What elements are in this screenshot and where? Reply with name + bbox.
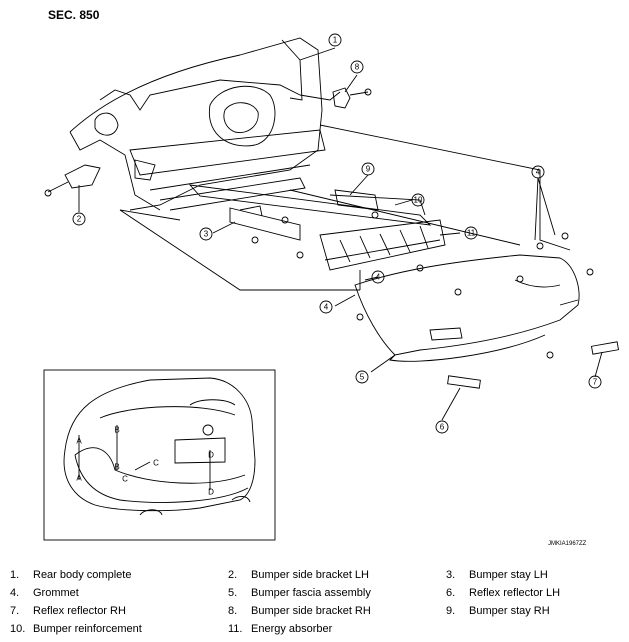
callout-8: 8	[355, 63, 360, 72]
reflex-reflector-rh	[590, 341, 620, 355]
reflex-reflector-lh	[447, 375, 481, 389]
rear-body-outline	[69, 37, 341, 211]
legend-row: 10. Bumper reinforcement 11. Energy absorb…	[10, 620, 625, 638]
inset-letters: A A B B C C D D	[76, 426, 214, 497]
legend-label: Bumper fascia assembly	[251, 587, 371, 599]
inset-vehicle-rear-view	[63, 377, 256, 516]
legend-label: Bumper side bracket RH	[251, 605, 371, 617]
callout-5: 5	[360, 373, 365, 382]
image-code: JMKIA1967ZZ	[548, 541, 587, 547]
legend-item: 10. Bumper reinforcement	[10, 623, 228, 635]
inset-letter-b-top: B	[114, 426, 119, 435]
leader-lines	[78, 47, 603, 421]
legend-label: Bumper side bracket LH	[251, 569, 369, 581]
inset-letter-c-left: C	[122, 475, 128, 484]
inset-letter-c-right: C	[153, 459, 159, 468]
callout-6: 6	[440, 423, 445, 432]
bumper-side-bracket-lh	[47, 164, 101, 193]
callout-10: 10	[414, 196, 423, 205]
fasteners	[44, 88, 594, 359]
callout-1: 1	[333, 36, 338, 45]
exploded-diagram: 1 8 2 3 9 10 11 4 4 4 5 6 7 A A B B C C …	[43, 33, 620, 541]
inset-letter-b-bottom: B	[114, 463, 119, 472]
legend-label: Bumper reinforcement	[33, 623, 142, 635]
callout-7: 7	[593, 378, 598, 387]
callout-4-right: 4	[536, 168, 541, 177]
legend-item: 4. Grommet	[10, 587, 228, 599]
legend-row: 1. Rear body complete 2. Bumper side brack…	[10, 566, 625, 584]
legend-num: 4.	[10, 587, 20, 599]
legend-label: Rear body complete	[33, 569, 132, 581]
inset-frame	[43, 369, 276, 541]
callout-labels: 1 8 2 3 9 10 11 4 4 4 5 6 7	[77, 36, 598, 432]
inset-section-arrows	[78, 425, 211, 490]
legend-label: Reflex reflector LH	[469, 587, 561, 599]
legend-num: 5.	[228, 587, 238, 599]
energy-absorber	[319, 219, 446, 271]
legend-row: 4. Grommet 5. Bumper fascia assembly 6. Ref…	[10, 584, 625, 602]
inset-letter-d-top: D	[208, 451, 214, 460]
legend-num: 8.	[228, 605, 238, 617]
legend-item: 8. Bumper side bracket RH	[228, 605, 446, 617]
legend-item: 11. Energy absorber	[228, 623, 446, 635]
legend-label: Bumper stay LH	[469, 569, 548, 581]
legend-item: 5. Bumper fascia assembly	[228, 587, 446, 599]
legend-label: Bumper stay RH	[469, 605, 550, 617]
bumper-reinforcement	[188, 184, 432, 226]
legend-item: 9. Bumper stay RH	[446, 605, 616, 617]
legend-num: 1.	[10, 569, 20, 581]
bumper-fascia-assembly	[354, 254, 580, 362]
callout-3: 3	[204, 230, 209, 239]
legend-num: 2.	[228, 569, 238, 581]
legend-label: Grommet	[33, 587, 79, 599]
inset-letter-a-top: A	[76, 437, 82, 446]
legend-num: 9.	[446, 605, 456, 617]
legend-num: 3.	[446, 569, 456, 581]
callout-4-side: 4	[324, 303, 329, 312]
bumper-stay-lh	[229, 205, 301, 241]
legend-label: Energy absorber	[251, 623, 333, 635]
parts-legend: 1. Rear body complete 2. Bumper side brack…	[10, 566, 625, 638]
legend-item: 3. Bumper stay LH	[446, 569, 616, 581]
callout-11: 11	[467, 229, 476, 238]
legend-item: 6. Reflex reflector LH	[446, 587, 616, 599]
legend-num: 11.	[228, 623, 243, 635]
inset-letter-d-bottom: D	[208, 488, 214, 497]
callout-9: 9	[366, 165, 371, 174]
legend-num: 6.	[446, 587, 456, 599]
legend-label: Reflex reflector RH	[33, 605, 126, 617]
legend-item: 1. Rear body complete	[10, 569, 228, 581]
legend-num: 10.	[10, 623, 26, 635]
callout-4-front: 4	[376, 273, 381, 282]
section-number: SEC. 850	[48, 8, 100, 22]
legend-item: 7. Reflex reflector RH	[10, 605, 228, 617]
legend-row: 7. Reflex reflector RH 8. Bumper side brac…	[10, 602, 625, 620]
legend-item: 2. Bumper side bracket LH	[228, 569, 446, 581]
callout-circles	[72, 33, 602, 434]
legend-num: 7.	[10, 605, 20, 617]
inset-letter-a-bottom: A	[76, 474, 82, 483]
assembly-boundary-lines	[119, 124, 571, 291]
callout-2: 2	[77, 215, 82, 224]
bumper-side-bracket-rh	[332, 87, 369, 109]
bumper-stay-rh	[334, 189, 379, 211]
